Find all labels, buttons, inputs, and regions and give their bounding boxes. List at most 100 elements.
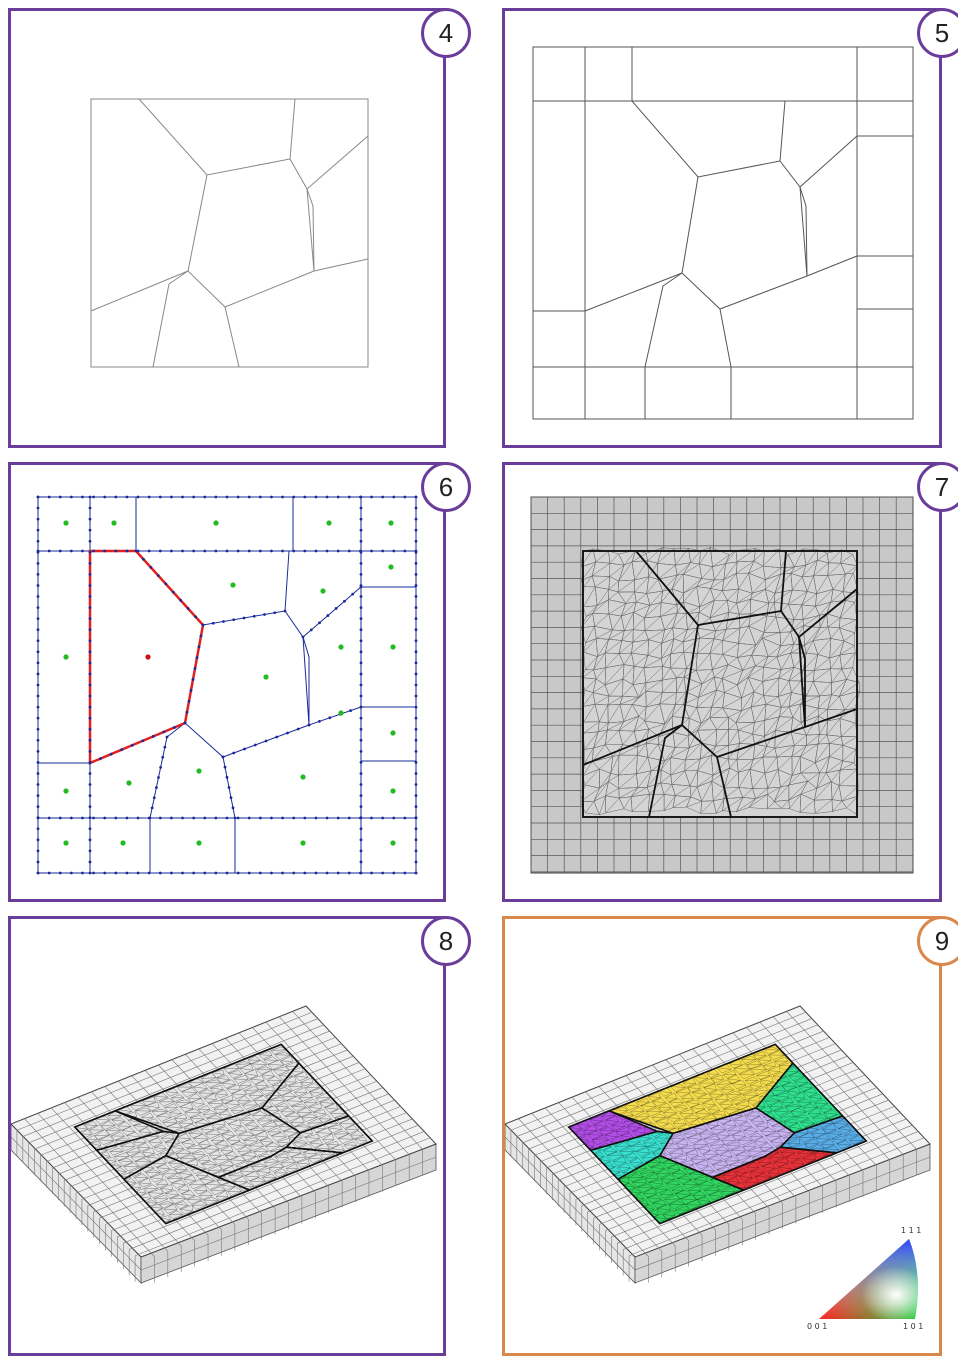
mesh-node (360, 761, 363, 764)
mesh-node (415, 639, 418, 642)
mesh-node (310, 628, 313, 631)
mesh-node (48, 496, 51, 499)
mesh-node (181, 496, 184, 499)
mesh-node (214, 817, 217, 820)
mesh-node (126, 496, 129, 499)
grain-seed (388, 520, 393, 525)
mesh-node (303, 872, 306, 875)
mesh-node (131, 744, 134, 747)
mesh-node (103, 550, 106, 553)
mesh-node (89, 783, 92, 786)
mesh-node (415, 628, 418, 631)
mesh-node (126, 550, 129, 553)
mesh-node (59, 496, 62, 499)
panel-step-8: 8 (8, 916, 446, 1356)
mesh-node (70, 872, 73, 875)
mesh-node (89, 750, 92, 753)
mesh-node (37, 794, 40, 797)
mesh-node (297, 728, 300, 731)
mesh-node (415, 805, 418, 808)
grain-seed (213, 520, 218, 525)
mesh-node (415, 695, 418, 698)
mesh-node (59, 550, 62, 553)
grain-seed (388, 564, 393, 569)
mesh-node (159, 817, 162, 820)
mesh-node (89, 762, 92, 765)
mesh-node (381, 817, 384, 820)
grain-seed (390, 788, 395, 793)
mesh-node (114, 817, 117, 820)
mesh-node (348, 872, 351, 875)
mesh-node (318, 720, 321, 723)
mesh-node (192, 678, 195, 681)
mesh-node (126, 872, 129, 875)
mesh-node (348, 550, 351, 553)
step-number: 7 (935, 472, 949, 503)
mesh-node (37, 684, 40, 687)
node-seed-layout (11, 465, 443, 899)
mesh-node (281, 496, 284, 499)
mesh-node (392, 817, 395, 820)
mesh-node (152, 735, 155, 738)
mesh-node (114, 872, 117, 875)
step-number: 5 (935, 18, 949, 49)
mesh-node (137, 496, 140, 499)
mesh-node (337, 872, 340, 875)
mesh-node (155, 786, 158, 789)
mesh-node (281, 817, 284, 820)
mesh-node (415, 595, 418, 598)
grain-seed (196, 768, 201, 773)
mesh-node (415, 573, 418, 576)
mesh-node (360, 673, 363, 676)
mesh-node (37, 838, 40, 841)
mesh-node (89, 595, 92, 598)
mesh-node (351, 593, 354, 596)
mesh-node (228, 786, 231, 789)
step-number: 6 (439, 472, 453, 503)
grain-seed (126, 780, 131, 785)
mesh-node (192, 817, 195, 820)
mesh-node (326, 614, 329, 617)
mesh-node (415, 706, 418, 709)
step-number: 9 (935, 926, 949, 957)
mesh-node (89, 872, 92, 875)
mesh-node (253, 615, 256, 618)
mesh-node (89, 540, 92, 543)
mesh-node (203, 817, 206, 820)
mesh-node (37, 817, 40, 820)
mesh-node (392, 550, 395, 553)
mesh-node (161, 756, 164, 759)
mesh-node (415, 562, 418, 565)
mesh-node (263, 613, 266, 616)
mesh-node (37, 628, 40, 631)
mesh-node (265, 740, 268, 743)
mesh-node (202, 624, 205, 627)
mesh-node (89, 827, 92, 830)
mesh-node (89, 529, 92, 532)
mesh-node (89, 838, 92, 841)
mesh-node (164, 582, 167, 585)
mesh-node (200, 634, 203, 637)
mesh-node (59, 872, 62, 875)
mesh-node (326, 550, 329, 553)
mesh-node (226, 496, 229, 499)
mesh-node (103, 872, 106, 875)
mesh-node (248, 496, 251, 499)
mesh-node (37, 584, 40, 587)
mesh-node (328, 716, 331, 719)
mesh-node (337, 496, 340, 499)
grain-seed (196, 840, 201, 845)
mesh-node (89, 661, 92, 664)
mesh-node (292, 550, 295, 553)
mesh-node (89, 650, 92, 653)
mesh-node (163, 746, 166, 749)
grain-seed (390, 730, 395, 735)
mesh-node (360, 518, 363, 521)
grain-seed (300, 840, 305, 845)
mesh-node (303, 550, 306, 553)
mesh-node (360, 562, 363, 565)
mesh-node (37, 673, 40, 676)
mesh-node (37, 518, 40, 521)
mesh-node (360, 872, 363, 875)
mesh-node (89, 584, 92, 587)
